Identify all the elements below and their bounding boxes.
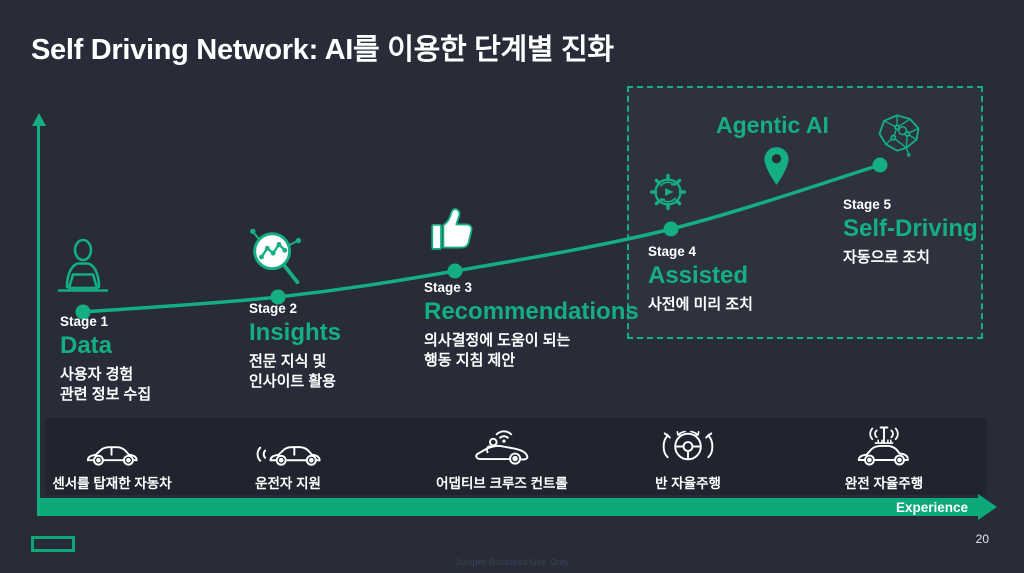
page-number: 20 bbox=[975, 532, 989, 546]
car-level-5: 완전 자율주행 bbox=[774, 424, 994, 492]
agentic-ai-label: Agentic AI bbox=[716, 112, 829, 138]
footer-classification: Juniper Business Use Only bbox=[454, 557, 570, 568]
stage-3-desc: 의사결정에 도움이 되는 행동 지침 제안 bbox=[424, 332, 571, 369]
car-level-2: 운전자 지원 bbox=[178, 424, 398, 492]
car-icon bbox=[83, 424, 141, 466]
car-level-label: 완전 자율주행 bbox=[844, 476, 924, 491]
car-antenna-icon bbox=[851, 424, 917, 466]
person-at-laptop-icon bbox=[56, 237, 112, 295]
curve-stage-dot bbox=[447, 263, 463, 279]
stage-1-title: Data bbox=[60, 332, 113, 359]
stage-3-label: Stage 3 bbox=[424, 280, 473, 295]
stage-4-desc: 사전에 미리 조치 bbox=[648, 296, 753, 313]
car-level-label: 어댑티브 크루즈 컨트롤 bbox=[436, 476, 568, 491]
thumbs-up-icon bbox=[429, 206, 479, 253]
map-pin-icon bbox=[763, 146, 790, 186]
car-signal-icon bbox=[253, 424, 323, 466]
stage-4-title: Assisted bbox=[648, 262, 749, 289]
stage-5-desc: 자동으로 조치 bbox=[843, 249, 930, 266]
experience-axis-bar: Experience bbox=[40, 498, 978, 516]
stage-2-block: Stage 2 Insights 전문 지식 및 인사이트 활용 bbox=[249, 301, 341, 392]
car-level-label: 반 자율주행 bbox=[655, 476, 721, 491]
car-level-1: 센서를 탑재한 자동차 bbox=[2, 424, 222, 492]
stage-5-block: Stage 5 Self-Driving 자동으로 조치 bbox=[843, 197, 978, 268]
stage-2-title: Insights bbox=[249, 319, 342, 346]
steering-wheel-hands-icon bbox=[656, 424, 720, 466]
slide-title: Self Driving Network: AI를 이용한 단계별 진화 bbox=[31, 34, 614, 66]
stage-3-title: Recommendations bbox=[424, 298, 639, 325]
car-level-label: 센서를 탑재한 자동차 bbox=[52, 476, 172, 491]
magnifier-analytics-icon bbox=[245, 225, 309, 291]
stage-4-block: Stage 4 Assisted 사전에 미리 조치 bbox=[648, 244, 753, 315]
gear-play-icon bbox=[643, 167, 693, 217]
logo-mark bbox=[31, 536, 75, 552]
stage-2-label: Stage 2 bbox=[249, 301, 298, 316]
stage-1-desc: 사용자 경험 관련 정보 수집 bbox=[60, 366, 152, 403]
stage-3-block: Stage 3 Recommendations 의사결정에 도움이 되는 행동 … bbox=[424, 280, 639, 371]
stage-1-block: Stage 1 Data 사용자 경험 관련 정보 수집 bbox=[60, 314, 151, 405]
stage-5-title: Self-Driving bbox=[843, 215, 978, 242]
car-level-3: 어댑티브 크루즈 컨트롤 bbox=[392, 424, 612, 492]
y-axis-arrow-icon bbox=[31, 113, 46, 126]
car-level-label: 운전자 지원 bbox=[255, 476, 321, 491]
stage-2-desc: 전문 지식 및 인사이트 활용 bbox=[249, 353, 336, 390]
experience-axis-label: Experience bbox=[895, 499, 968, 515]
car-level-4: 반 자율주행 bbox=[578, 424, 798, 492]
car-driver-wifi-icon bbox=[471, 424, 533, 466]
stage-5-label: Stage 5 bbox=[843, 197, 892, 212]
ai-brain-icon bbox=[872, 107, 924, 159]
y-axis-line bbox=[37, 126, 40, 516]
stage-1-label: Stage 1 bbox=[60, 314, 109, 329]
stage-4-label: Stage 4 bbox=[648, 244, 697, 259]
experience-axis-arrow-icon bbox=[978, 494, 997, 520]
